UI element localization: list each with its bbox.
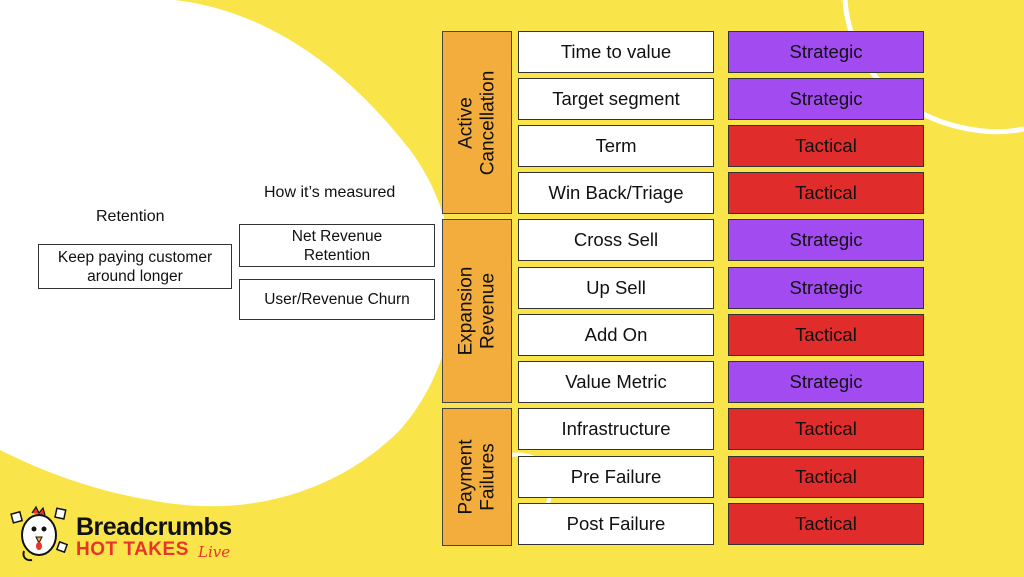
metric2-label: User/Revenue Churn [264,290,410,308]
row-name: Win Back/Triage [518,172,714,214]
row-type: Tactical [728,408,924,450]
row-name: Add On [518,314,714,356]
retention-heading: Retention [96,208,165,225]
row-type: Strategic [728,219,924,261]
group-label-line1: Payment [455,439,477,515]
measured-heading: How it’s measured [264,184,396,201]
row-type: Tactical [728,456,924,498]
logo-subtitle: HOT TAKES [76,539,189,560]
ring-top-left [19,15,125,121]
row-name: Term [518,125,714,167]
row-type: Tactical [728,503,924,545]
group-expansion-revenue: Expansion Revenue [442,219,512,403]
row-name: Value Metric [518,361,714,403]
row-name: Up Sell [518,267,714,309]
group-payment-failures-label: Payment Failures [455,440,499,515]
group-label-line2: Failures [477,443,499,511]
row-type: Strategic [728,267,924,309]
chicken-mascot-icon [10,505,69,562]
retention-box: Keep paying customer around longer [38,244,232,289]
group-label-line2: Revenue [477,272,499,350]
row-type: Tactical [728,314,924,356]
row-name: Cross Sell [518,219,714,261]
group-expansion-revenue-label: Expansion Revenue [455,267,499,356]
group-active-cancellation-label: Active Cancellation [455,70,499,175]
group-payment-failures: Payment Failures [442,408,512,546]
row-type: Tactical [728,125,924,167]
metric-user-revenue-churn: User/Revenue Churn [239,279,435,320]
group-label-line2: Cancellation [477,70,499,175]
row-name: Post Failure [518,503,714,545]
metric1-line2: Retention [303,246,371,264]
logo-title: Breadcrumbs [76,513,232,541]
retention-box-line1: Keep paying customer [57,248,213,266]
row-type: Strategic [728,31,924,73]
group-label-line1: Expansion [455,266,477,356]
logo-live: Live [198,543,231,561]
group-label-line1: Active [455,96,477,149]
metric-net-revenue-retention: Net Revenue Retention [239,224,435,267]
row-name: Infrastructure [518,408,714,450]
row-type: Tactical [728,172,924,214]
group-active-cancellation: Active Cancellation [442,31,512,214]
row-name: Time to value [518,31,714,73]
row-name: Target segment [518,78,714,120]
row-type: Strategic [728,78,924,120]
row-type: Strategic [728,361,924,403]
row-name: Pre Failure [518,456,714,498]
breadcrumbs-logo: Breadcrumbs HOT TAKES Live [10,505,232,565]
metric1-line1: Net Revenue [291,227,383,245]
retention-box-line2: around longer [87,267,183,285]
